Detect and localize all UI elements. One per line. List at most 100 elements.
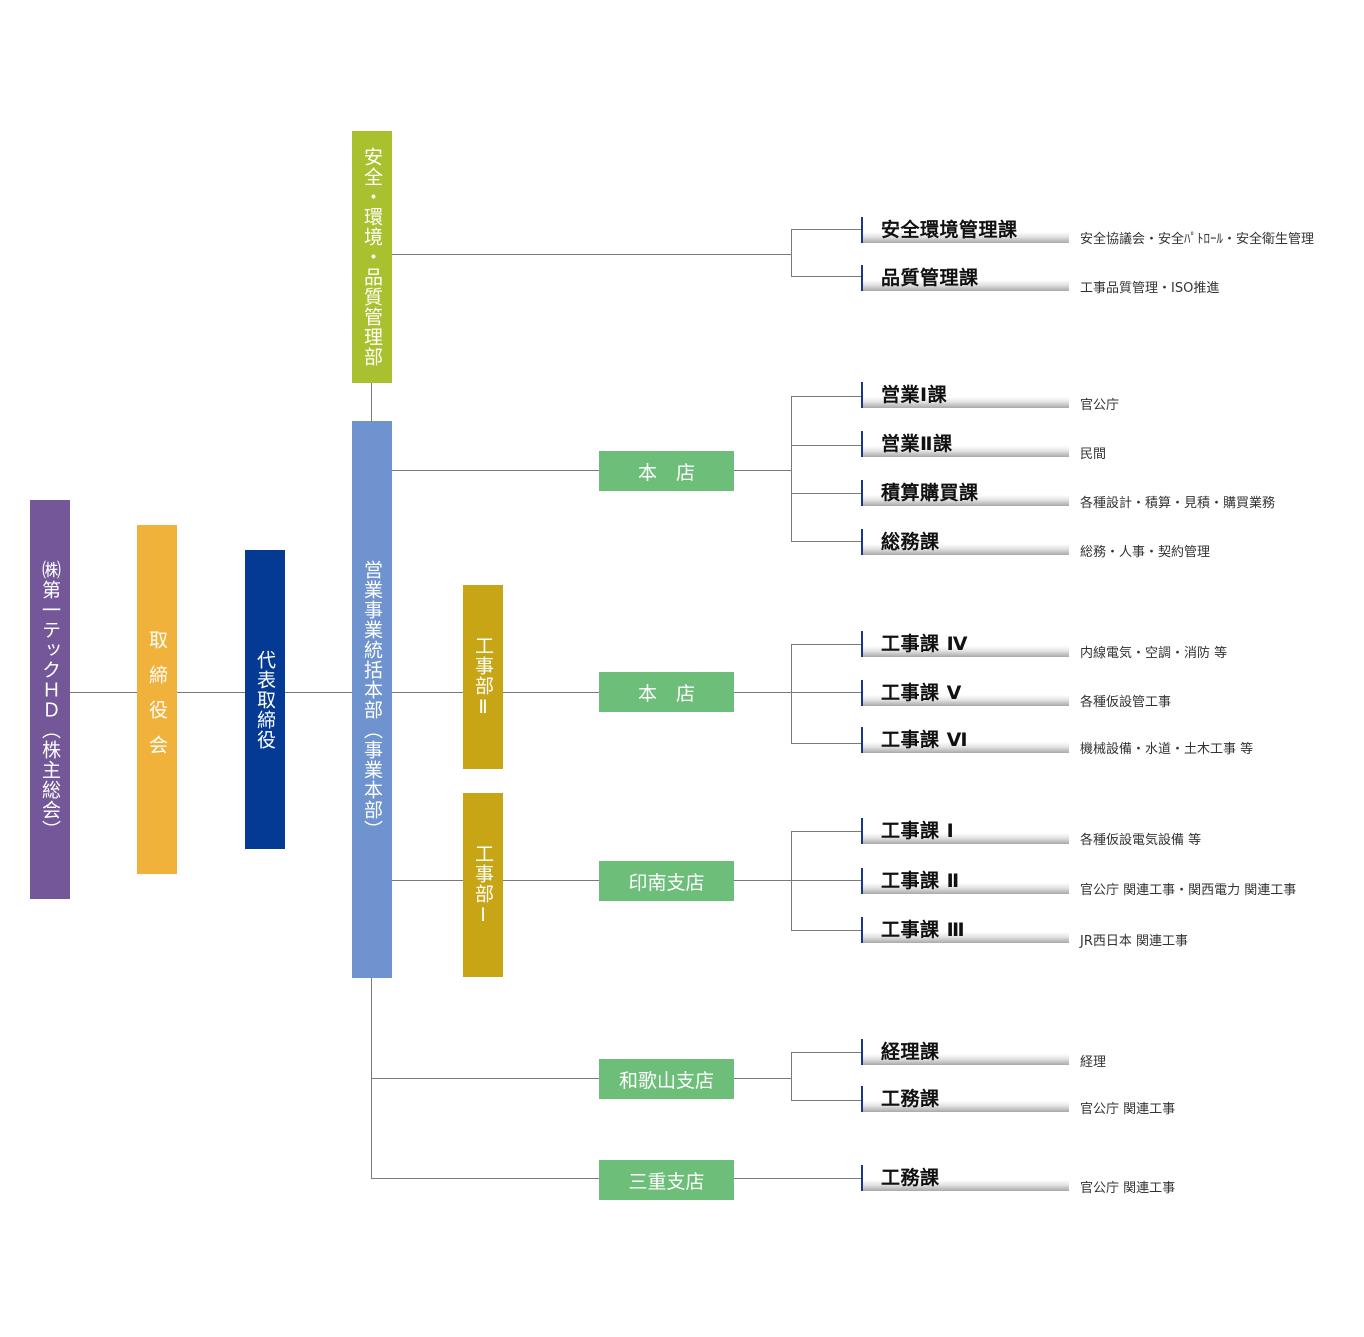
section-label: 積算購買課	[881, 482, 979, 504]
connector-sec-0	[791, 229, 861, 230]
business-hq-label: 営業事業統括本部（事業本部）	[361, 559, 383, 840]
section-item[interactable]: 工事課 Ⅵ	[861, 727, 1069, 753]
section-description: 官公庁 関連工事	[1080, 1181, 1176, 1196]
section-item[interactable]: 工務課	[861, 1086, 1069, 1112]
branch-inami[interactable]: 印南支店	[599, 861, 734, 901]
construction-dept-2-label: 工事部Ⅱ	[472, 635, 494, 719]
section-item[interactable]: 総務課	[861, 529, 1069, 555]
section-description: 内線電気・空調・消防 等	[1080, 646, 1228, 661]
section-marker	[861, 480, 863, 506]
section-underline	[863, 397, 1069, 408]
section-description: 工事品質管理・ISO推進	[1080, 281, 1220, 296]
section-item[interactable]: 工務課	[861, 1165, 1069, 1191]
section-label: 工務課	[881, 1088, 940, 1110]
section-label: 総務課	[881, 531, 940, 553]
section-item[interactable]: 工事課 Ⅳ	[861, 631, 1069, 657]
board-of-directors-label: 取締役会	[146, 629, 168, 770]
safety-quality-dept-label: 安全・環境・品質管理部	[361, 147, 383, 367]
section-label: 営業Ⅰ課	[881, 384, 948, 406]
president-box[interactable]: 代表取締役	[245, 550, 285, 849]
connector-sec-8	[791, 743, 861, 744]
section-underline	[863, 544, 1069, 555]
section-marker	[861, 680, 863, 706]
section-description: 各種仮設管工事	[1080, 695, 1172, 710]
connector-sec-4	[791, 493, 861, 494]
branch-honten-construction[interactable]: 本 店	[599, 672, 734, 712]
branch-wakayama[interactable]: 和歌山支店	[599, 1059, 734, 1099]
section-marker	[861, 818, 863, 844]
section-underline	[863, 1180, 1069, 1191]
section-item[interactable]: 経理課	[861, 1039, 1069, 1065]
section-underline	[863, 932, 1069, 943]
section-underline	[863, 1054, 1069, 1065]
section-underline	[863, 742, 1069, 753]
connector-sec-9	[791, 831, 861, 832]
section-label: 工務課	[881, 1167, 940, 1189]
holding-company-label: ㈱第一テックＨＤ（株主総会）	[39, 559, 61, 840]
section-item[interactable]: 営業Ⅱ課	[861, 431, 1069, 457]
section-underline	[863, 883, 1069, 894]
section-marker	[861, 631, 863, 657]
branch-mie[interactable]: 三重支店	[599, 1160, 734, 1200]
section-description: 安全協議会・安全ﾊﾟﾄﾛｰﾙ・安全衛生管理	[1080, 232, 1315, 247]
section-item[interactable]: 安全環境管理課	[861, 217, 1069, 243]
section-description: 各種仮設電気設備 等	[1080, 833, 1202, 848]
connector-wakayama-out	[734, 1078, 792, 1079]
construction-dept-2-box[interactable]: 工事部Ⅱ	[463, 585, 503, 769]
branch-label: 三重支店	[628, 1170, 705, 1193]
section-label: 工事課 Ⅳ	[881, 633, 968, 655]
connector-hq-const2	[392, 692, 463, 693]
section-label: 工事課 Ⅵ	[881, 729, 968, 751]
section-marker	[861, 1086, 863, 1112]
connector-sec-11	[791, 930, 861, 931]
section-description: 官公庁 関連工事・関西電力 関連工事	[1080, 883, 1297, 898]
construction-dept-1-label: 工事部Ⅰ	[472, 843, 494, 927]
section-label: 工事課 Ⅱ	[881, 870, 960, 892]
safety-quality-dept-box[interactable]: 安全・環境・品質管理部	[352, 131, 392, 383]
business-hq-box[interactable]: 営業事業統括本部（事業本部）	[352, 421, 392, 978]
section-item[interactable]: 品質管理課	[861, 265, 1069, 291]
section-item[interactable]: 工事課 Ⅰ	[861, 818, 1069, 844]
connector-honten2-out	[734, 692, 792, 693]
connector-sec-2	[791, 396, 861, 397]
section-item[interactable]: 工事課 Ⅱ	[861, 868, 1069, 894]
connector-president-hq	[285, 692, 352, 693]
connector-inami-out	[734, 880, 792, 881]
section-label: 工事課 Ⅴ	[881, 682, 962, 704]
connector-sec-3	[791, 445, 861, 446]
section-item[interactable]: 工事課 Ⅲ	[861, 917, 1069, 943]
section-marker	[861, 529, 863, 555]
branch-label: 本 店	[637, 682, 695, 705]
connector-sec-6	[791, 644, 861, 645]
section-label: 工事課 Ⅰ	[881, 820, 955, 842]
connector-holding-board	[70, 692, 137, 693]
section-description: 各種設計・積算・見積・購買業務	[1080, 496, 1276, 511]
section-marker	[861, 727, 863, 753]
branch-label: 本 店	[637, 461, 695, 484]
section-description: 総務・人事・契約管理	[1080, 545, 1211, 560]
construction-dept-1-box[interactable]: 工事部Ⅰ	[463, 793, 503, 977]
connector-wakayama-branch	[791, 1052, 792, 1100]
connector-sec-7	[791, 692, 861, 693]
connector-honten1-branch	[791, 396, 792, 541]
section-label: 経理課	[881, 1041, 940, 1063]
section-marker	[861, 917, 863, 943]
section-marker	[861, 382, 863, 408]
branch-honten-sales[interactable]: 本 店	[599, 451, 734, 491]
connector-safety-out	[392, 254, 792, 255]
board-of-directors-box[interactable]: 取締役会	[137, 525, 177, 874]
section-marker	[861, 868, 863, 894]
holding-company-box[interactable]: ㈱第一テックＨＤ（株主総会）	[30, 500, 70, 899]
section-underline	[863, 232, 1069, 243]
section-marker	[861, 1039, 863, 1065]
connector-hq-const1	[392, 880, 463, 881]
section-item[interactable]: 営業Ⅰ課	[861, 382, 1069, 408]
connector-honten2-branch	[791, 644, 792, 743]
section-description: 官公庁 関連工事	[1080, 1102, 1176, 1117]
section-item[interactable]: 工事課 Ⅴ	[861, 680, 1069, 706]
connector-sec-5	[791, 541, 861, 542]
section-underline	[863, 446, 1069, 457]
section-item[interactable]: 積算購買課	[861, 480, 1069, 506]
connector-sec-13	[791, 1100, 861, 1101]
section-marker	[861, 431, 863, 457]
